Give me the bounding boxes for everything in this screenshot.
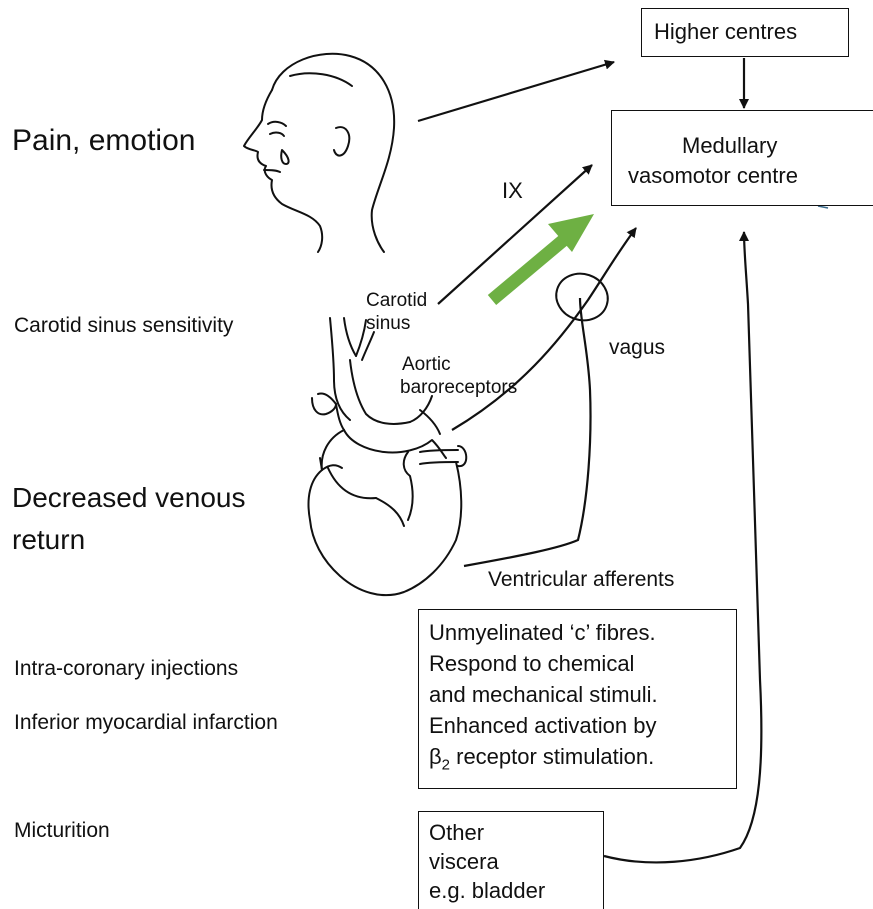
c-fibres-line3: and mechanical stimuli. bbox=[429, 682, 658, 707]
c-fibres-line5-rest: receptor stimulation. bbox=[450, 744, 654, 769]
aortic-baroreceptors-label-line2: baroreceptors bbox=[400, 377, 517, 399]
carotid-sensitivity-label: Carotid sinus sensitivity bbox=[14, 314, 233, 338]
vagus-label: vagus bbox=[609, 336, 665, 360]
c-fibres-line2: Respond to chemical bbox=[429, 651, 634, 676]
ventricular-afferents-label: Ventricular afferents bbox=[488, 568, 674, 592]
higher-centres-label: Higher centres bbox=[654, 19, 797, 44]
aortic-baroreceptors-label-line1: Aortic bbox=[402, 354, 451, 376]
beta-subscript: 2 bbox=[442, 756, 450, 773]
human-head-icon bbox=[244, 54, 394, 252]
ventricular-afferent-path bbox=[464, 298, 591, 566]
higher-centres-box: Higher centres bbox=[641, 8, 849, 57]
medullary-line2: vasomotor centre bbox=[628, 163, 798, 188]
highlight-arrow bbox=[492, 214, 594, 300]
medullary-line1: Medullary bbox=[682, 133, 777, 158]
medullary-vasomotor-box: Medullary vasomotor centre bbox=[611, 110, 873, 206]
inferior-mi-label: Inferior myocardial infarction bbox=[14, 711, 278, 735]
c-fibres-line4: Enhanced activation by bbox=[429, 713, 657, 738]
c-fibres-line1: Unmyelinated ‘c’ fibres. bbox=[429, 620, 656, 645]
other-viscera-line3: e.g. bladder bbox=[429, 878, 545, 903]
micturition-label: Micturition bbox=[14, 819, 110, 843]
other-viscera-line1: Other bbox=[429, 820, 484, 845]
c-fibres-box: Unmyelinated ‘c’ fibres. Respond to chem… bbox=[418, 609, 737, 789]
carotid-sinus-label-line1: Carotid bbox=[366, 290, 427, 312]
decreased-venous-label-line2: return bbox=[12, 524, 85, 556]
pain-to-higher-centres-arrow bbox=[418, 62, 614, 121]
c-fibres-line5: β2 receptor stimulation. bbox=[429, 744, 654, 774]
pain-emotion-label: Pain, emotion bbox=[12, 124, 195, 159]
other-viscera-line2: viscera bbox=[429, 849, 499, 874]
ix-nerve-label: IX bbox=[502, 178, 523, 203]
beta-symbol: β bbox=[429, 744, 442, 769]
other-viscera-box: Other viscera e.g. bladder bbox=[418, 811, 604, 909]
corner-mark bbox=[818, 206, 828, 208]
decreased-venous-label-line1: Decreased venous bbox=[12, 482, 245, 514]
carotid-sinus-label-line2: sinus bbox=[366, 313, 410, 335]
intra-coronary-label: Intra-coronary injections bbox=[14, 657, 238, 681]
